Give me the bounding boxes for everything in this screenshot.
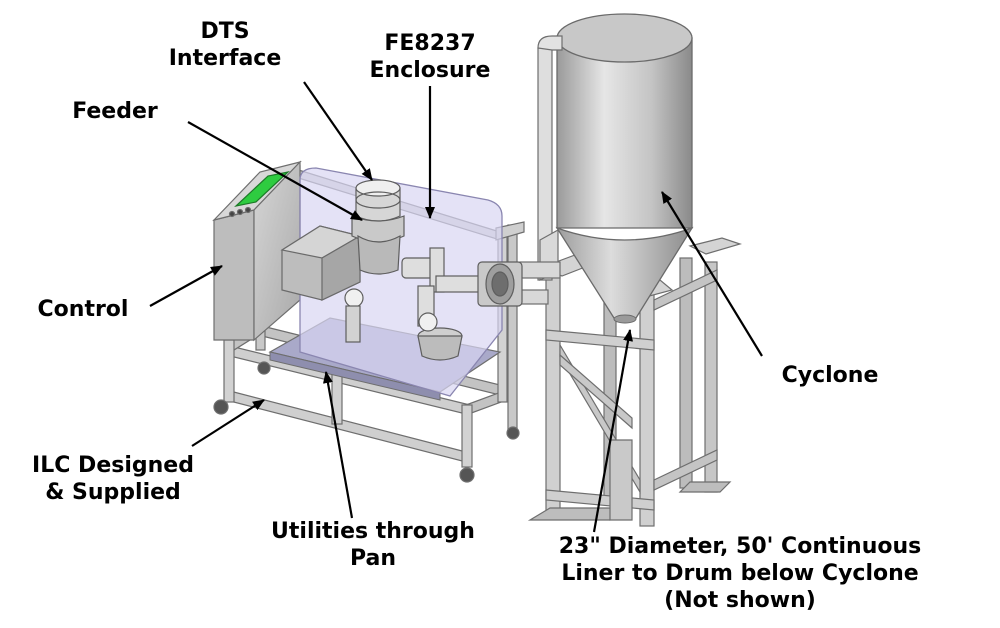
- leader-arrows: [149, 81, 763, 533]
- arrow-dts-interface: [303, 81, 373, 181]
- arrow-utilities: [323, 371, 354, 519]
- label-ilc-line1: ILC Designed: [32, 453, 194, 478]
- label-feeder-text: Feeder: [72, 99, 158, 124]
- label-utilities-through-pan: Utilities through Pan: [258, 518, 488, 572]
- dts-interface: [351, 179, 405, 275]
- label-fe8237-enclosure-line2: Enclosure: [369, 58, 491, 83]
- feeder: [280, 225, 362, 301]
- label-cyclone: Cyclone: [770, 362, 890, 389]
- label-fe8237-enclosure-line1: FE8237: [384, 31, 476, 56]
- label-dts-interface-line1: DTS: [200, 19, 250, 44]
- cyclone-inlet-piping: [517, 35, 563, 305]
- label-dts-interface-line2: Interface: [168, 46, 282, 71]
- control-cabinet: [212, 160, 302, 342]
- label-cyclone-text: Cyclone: [781, 363, 879, 388]
- label-liner: 23" Diameter, 50' Continuous Liner to Dr…: [530, 533, 950, 614]
- arrow-liner: [592, 329, 633, 533]
- label-utilities-line2: Pan: [349, 546, 397, 571]
- label-ilc-line2: & Supplied: [45, 480, 181, 505]
- label-fe8237-enclosure: FE8237 Enclosure: [360, 30, 500, 84]
- cyclone-stand: [527, 237, 743, 527]
- label-liner-line2: Liner to Drum below Cyclone: [561, 561, 919, 586]
- label-liner-line3: (Not shown): [664, 588, 816, 613]
- label-ilc-designed: ILC Designed & Supplied: [18, 452, 208, 506]
- arrow-control: [149, 265, 223, 307]
- label-control: Control: [28, 296, 138, 323]
- label-control-text: Control: [37, 297, 129, 322]
- cyclone-vessel: [555, 13, 694, 324]
- label-utilities-line1: Utilities through: [271, 519, 475, 544]
- arrow-feeder: [187, 121, 363, 221]
- label-liner-line1: 23" Diameter, 50' Continuous: [558, 534, 922, 559]
- arrow-ilc: [191, 399, 265, 447]
- arrow-cyclone: [661, 191, 763, 357]
- process-piping: [344, 247, 523, 361]
- label-dts-interface: DTS Interface: [160, 18, 290, 72]
- label-feeder: Feeder: [60, 98, 170, 125]
